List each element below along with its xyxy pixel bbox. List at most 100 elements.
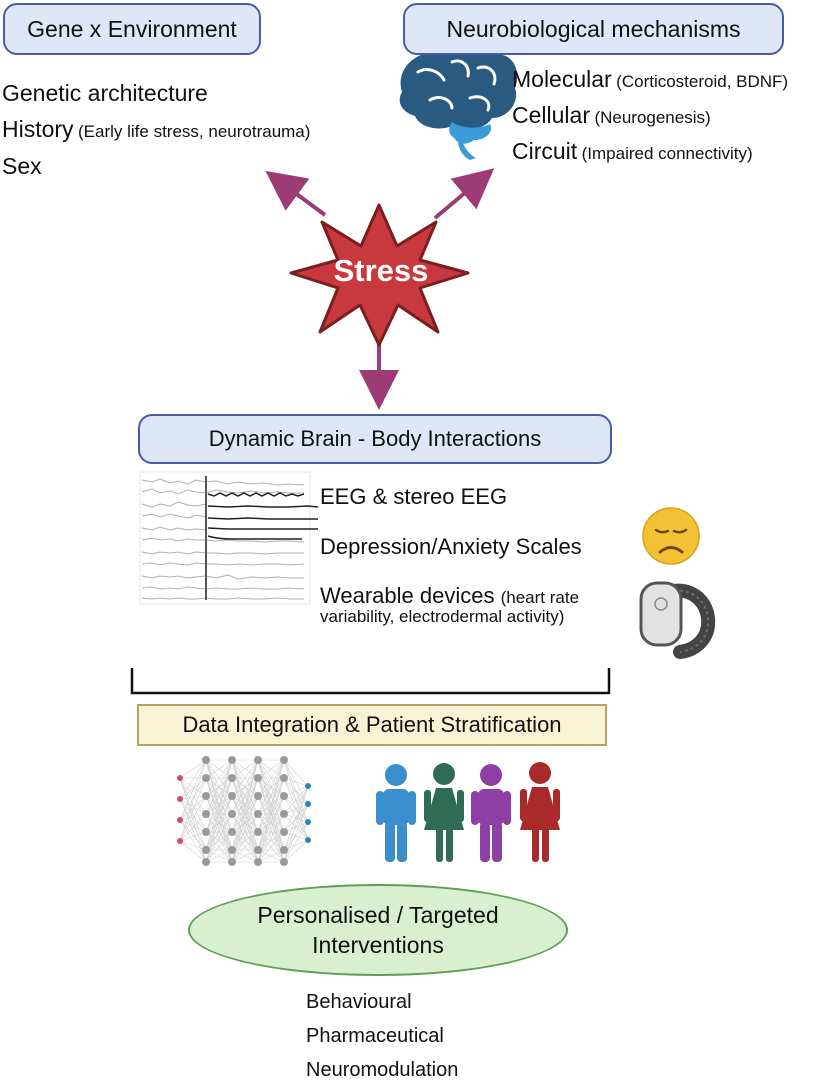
nn-edge: [257, 759, 285, 833]
nn-node: [254, 846, 262, 854]
person-man-purple-icon: [471, 764, 511, 862]
nn-edge: [231, 795, 259, 863]
people-icon: [376, 762, 560, 862]
nn-edge: [283, 821, 309, 851]
nn-edge: [257, 813, 285, 863]
nn-edge: [179, 777, 207, 797]
nn-node: [177, 775, 183, 781]
nn-node: [280, 810, 288, 818]
stress-star-shape: [289, 203, 470, 347]
brain-body-item-wearables: Wearable devices (heart rate: [320, 583, 580, 608]
intervention-item-pharmaceutical: Pharmaceutical: [306, 1025, 444, 1047]
brain-body-box: Dynamic Brain - Body Interactions: [138, 414, 612, 464]
nn-edge: [179, 819, 207, 833]
nn-edge: [283, 785, 309, 815]
nn-node: [280, 858, 288, 866]
nn-edge: [179, 777, 207, 833]
nn-edge: [205, 813, 233, 863]
intervention-item-neuromodulation: Neuromodulation: [306, 1059, 459, 1081]
nn-edge: [205, 759, 233, 833]
nn-edge: [283, 785, 309, 833]
stress-label: Stress: [333, 253, 429, 288]
nn-edge: [179, 795, 207, 821]
interventions-title-line1: Personalised / Targeted: [257, 902, 499, 928]
nn-edge: [231, 849, 259, 863]
person-woman-green-icon: [424, 763, 464, 862]
nn-edge: [205, 795, 233, 863]
nn-edge: [231, 759, 259, 797]
nn-edge: [179, 819, 207, 851]
nn-edge: [231, 759, 259, 815]
nn-node: [305, 819, 311, 825]
nn-edge: [179, 795, 207, 842]
neuro-item-cellular: Cellular (Neurogenesis): [512, 102, 711, 128]
nn-node: [202, 756, 210, 764]
intervention-item-behavioural: Behavioural: [306, 991, 412, 1013]
nn-edge: [257, 777, 285, 863]
gene-env-item-history: History (Early life stress, neurotrauma): [2, 116, 311, 142]
nn-edge: [179, 759, 207, 779]
nn-edge: [179, 798, 207, 833]
integration-title: Data Integration & Patient Stratificatio…: [182, 712, 562, 737]
neural-network-icon: [177, 756, 311, 866]
gene-env-title: Gene x Environment: [27, 15, 237, 42]
nn-edge: [283, 803, 309, 863]
nn-edge: [179, 813, 207, 842]
nn-node: [254, 774, 262, 782]
nn-node: [254, 858, 262, 866]
nn-edge: [257, 831, 285, 863]
nn-edge: [205, 795, 233, 851]
nn-edge: [283, 777, 309, 787]
nn-edge: [257, 849, 285, 863]
nn-node: [305, 801, 311, 807]
nn-edge: [179, 759, 207, 821]
nn-node: [228, 846, 236, 854]
nn-node: [202, 792, 210, 800]
nn-edge: [179, 777, 207, 800]
nn-edge: [179, 759, 207, 842]
nn-edge: [179, 840, 207, 851]
nn-node: [202, 846, 210, 854]
nn-edge: [283, 785, 309, 851]
nn-edge: [205, 777, 233, 863]
nn-edge: [205, 759, 233, 797]
nn-edge: [257, 795, 285, 863]
integration-box: Data Integration & Patient Stratificatio…: [137, 704, 607, 746]
nn-node: [280, 792, 288, 800]
nn-node: [228, 792, 236, 800]
nn-edge: [257, 759, 285, 815]
nn-edge: [257, 759, 285, 797]
nn-edge: [205, 759, 233, 851]
neuro-title: Neurobiological mechanisms: [446, 15, 741, 42]
nn-node: [254, 756, 262, 764]
interventions-ellipse: Personalised / Targeted Interventions: [188, 884, 568, 976]
nn-edge: [179, 831, 207, 842]
sad-face-icon: [642, 507, 700, 565]
nn-edge: [179, 795, 207, 800]
nn-edge: [231, 831, 259, 863]
neuro-box: Neurobiological mechanisms: [403, 3, 784, 55]
brain-body-item-eeg: EEG & stereo EEG: [320, 484, 508, 509]
arrow-to-gene-env: [265, 170, 327, 217]
nn-edge: [231, 777, 259, 851]
gene-env-item-sex: Sex: [2, 153, 42, 179]
nn-node: [280, 828, 288, 836]
nn-edge: [231, 777, 259, 863]
neuro-item-molecular: Molecular (Corticosteroid, BDNF): [512, 66, 789, 92]
nn-edge: [257, 777, 285, 851]
nn-node: [228, 858, 236, 866]
person-woman-red-icon: [520, 762, 560, 862]
nn-edge: [283, 839, 309, 863]
nn-node: [202, 810, 210, 818]
nn-node: [202, 828, 210, 836]
nn-node: [228, 828, 236, 836]
nn-node: [228, 810, 236, 818]
nn-edge: [179, 777, 207, 851]
nn-edge: [205, 759, 233, 815]
nn-node: [280, 846, 288, 854]
brain-body-item-scales: Depression/Anxiety Scales: [320, 534, 582, 559]
nn-edge: [283, 759, 309, 787]
nn-edge: [283, 839, 309, 851]
nn-edge: [179, 777, 207, 842]
nn-node: [254, 792, 262, 800]
